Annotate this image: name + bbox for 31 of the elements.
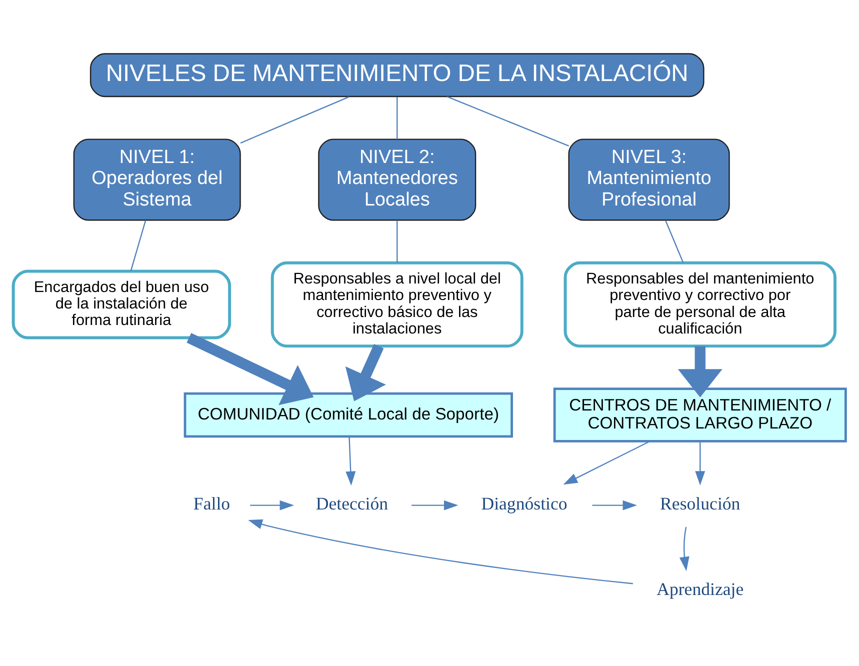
arrow bbox=[250, 500, 294, 510]
arrow bbox=[186, 333, 314, 406]
node-box: NIVELES DE MANTENIMIENTO DE LA INSTALACIÓN bbox=[90, 53, 704, 98]
node-box: NIVEL 2: Mantenedores Locales bbox=[318, 138, 476, 221]
node-box: CENTROS DE MANTENIMIENTO / CONTRATOS LARGO PLAZO bbox=[553, 388, 847, 442]
arrow bbox=[592, 500, 638, 510]
connector bbox=[130, 220, 146, 272]
arrow bbox=[678, 346, 722, 398]
arrow bbox=[345, 344, 386, 402]
node-box: NIVEL 3: Mantenimiento Profesional bbox=[568, 138, 730, 221]
arrow bbox=[695, 441, 706, 486]
arrow bbox=[563, 440, 650, 485]
arrow bbox=[412, 500, 458, 510]
connector bbox=[446, 96, 570, 147]
connector bbox=[396, 220, 398, 263]
node-box: Responsables a nivel local del mantenimiento preventivo y correctivo básico de las instalaciones bbox=[270, 261, 524, 348]
node-box: COMUNIDAD (Comité Local de Soporte) bbox=[184, 392, 513, 438]
connector bbox=[240, 96, 350, 144]
connector bbox=[664, 220, 684, 263]
node-text: Resolución bbox=[660, 493, 740, 514]
arrow bbox=[679, 526, 690, 572]
node-text: Aprendizaje bbox=[656, 579, 744, 600]
node-box: Encargados del buen uso de la instalación de forma rutinaria bbox=[12, 270, 232, 340]
connector bbox=[396, 97, 398, 140]
node-text: Fallo bbox=[193, 493, 230, 514]
arrow bbox=[346, 436, 356, 486]
node-text: Diagnóstico bbox=[481, 493, 568, 514]
node-box: NIVEL 1: Operadores del Sistema bbox=[73, 138, 241, 221]
node-text: Detección bbox=[316, 493, 388, 514]
node-box: Responsables del mantenimiento preventivo y correctivo por parte de personal de alta cualificación bbox=[564, 261, 836, 348]
arrow bbox=[248, 519, 633, 584]
